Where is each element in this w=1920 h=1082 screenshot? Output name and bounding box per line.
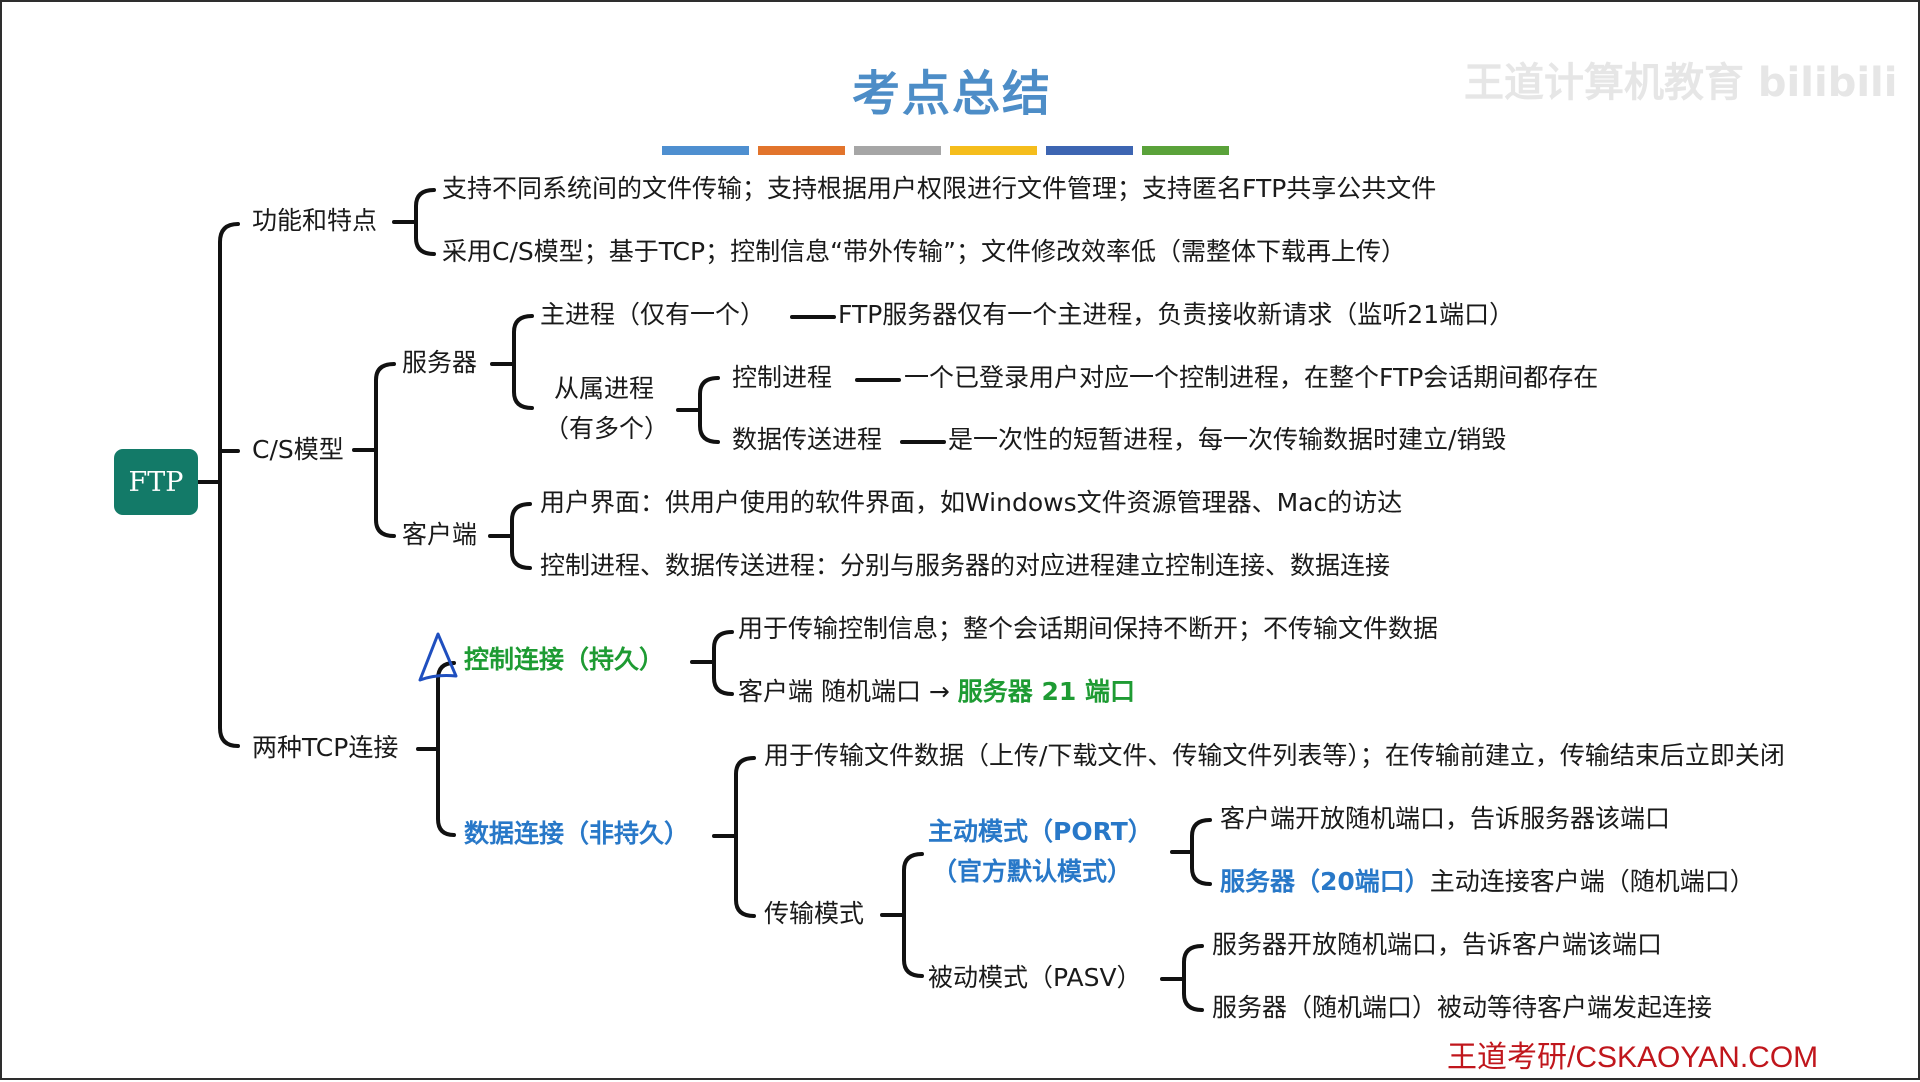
cs-model-label: C/S模型 [252, 435, 344, 464]
active-mode-desc-2: 服务器（20端口）主动连接客户端（随机端口） [1220, 867, 1755, 897]
transfer-mode-label: 传输模式 [764, 899, 865, 928]
passive-mode-desc-2: 服务器（随机端口）被动等待客户端发起连接 [1212, 993, 1713, 1022]
color-bar-green [1142, 146, 1229, 155]
features-item-2: 采用C/S模型；基于TCP；控制信息“带外传输”；文件修改效率低（需整体下载再上… [442, 237, 1406, 266]
server-label: 服务器 [402, 348, 478, 377]
data-connection-label: 数据连接（非持久） [464, 819, 690, 848]
tcp-label: 两种TCP连接 [252, 733, 399, 762]
client-item-1: 用户界面：供用户使用的软件界面，如Windows文件资源管理器、Mac的访达 [540, 488, 1403, 517]
control-connection-label: 控制连接（持久） [464, 645, 665, 674]
slide-title: 考点总结 [851, 66, 1052, 122]
active-mode-desc-1: 客户端开放随机端口，告诉服务器该端口 [1220, 804, 1671, 833]
color-bar-gray [854, 146, 941, 155]
features-label: 功能和特点 [252, 206, 378, 235]
active-mode-connect-desc: 主动连接客户端（随机端口） [1429, 867, 1755, 896]
website-label: 王道考研/CSKAOYAN.COM [1447, 1041, 1819, 1074]
color-bar-navy [1046, 146, 1133, 155]
control-connection-desc-2: 客户端 随机端口 → 服务器 21 端口 [738, 677, 1135, 707]
active-mode-server-port: 服务器（20端口） [1220, 867, 1430, 896]
client-label: 客户端 [402, 520, 478, 549]
data-process-desc: 是一次性的短暂进程，每一次传输数据时建立/销毁 [948, 425, 1507, 454]
control-process-desc: 一个已登录用户对应一个控制进程，在整个FTP会话期间都存在 [904, 363, 1599, 392]
sub-process-label: 从属进程 [554, 374, 655, 403]
client-item-2: 控制进程、数据传送进程：分别与服务器的对应进程建立控制连接、数据连接 [540, 551, 1391, 580]
watermark: 王道计算机教育 bilibili [1464, 60, 1898, 106]
control-connection-server-port: 服务器 21 端口 [957, 677, 1135, 706]
features-item-1: 支持不同系统间的文件传输；支持根据用户权限进行文件管理；支持匿名FTP共享公共文… [442, 174, 1437, 203]
data-process-label: 数据传送进程 [732, 425, 883, 454]
control-process-label: 控制进程 [732, 363, 833, 392]
root-node-ftp: FTP [114, 449, 198, 515]
control-connection-desc-1: 用于传输控制信息；整个会话期间保持不断开；不传输文件数据 [738, 614, 1439, 643]
main-process-label: 主进程（仅有一个） [540, 300, 766, 329]
active-mode-label: 主动模式（PORT） [928, 817, 1153, 846]
control-connection-client-port: 客户端 随机端口 → [738, 677, 950, 706]
color-bar-yellow [950, 146, 1037, 155]
data-connection-desc-1: 用于传输文件数据（上传/下载文件、传输文件列表等）；在传输前建立，传输结束后立即… [764, 741, 1785, 770]
annotation-triangle-icon [418, 632, 458, 682]
passive-mode-desc-1: 服务器开放随机端口，告诉客户端该端口 [1212, 930, 1663, 959]
color-bar-orange [758, 146, 845, 155]
color-bar-blue [662, 146, 749, 155]
main-process-desc: FTP服务器仅有一个主进程，负责接收新请求（监听21端口） [838, 300, 1515, 329]
active-mode-default-label: （官方默认模式） [932, 857, 1133, 886]
passive-mode-label: 被动模式（PASV） [928, 963, 1142, 992]
sub-process-count: （有多个） [544, 414, 670, 443]
